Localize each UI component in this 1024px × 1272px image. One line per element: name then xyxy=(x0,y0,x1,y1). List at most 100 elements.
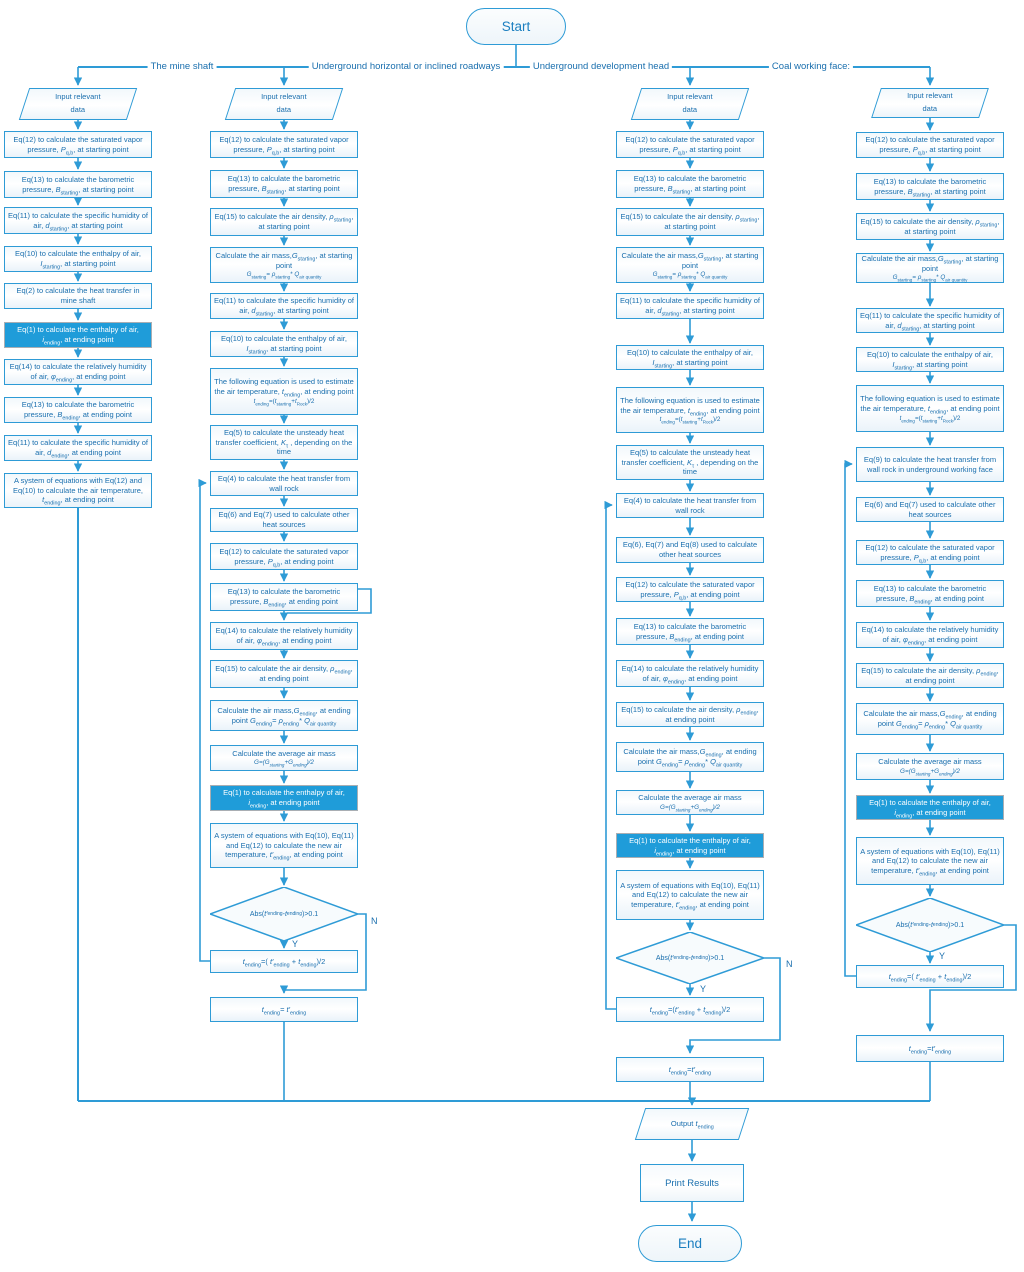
col1-eq1-enthalpy-end: Eq(1) to calculate the enthalpy of air, … xyxy=(4,322,152,348)
process-label: tending=t′ending xyxy=(908,1043,952,1056)
col2-eq13-barometric-end: Eq(13) to calculate the barometric press… xyxy=(210,583,358,611)
process-label: Eq(13) to calculate the barometric press… xyxy=(873,583,987,605)
process-label: Calculate the air mass,Gstarting, at sta… xyxy=(621,250,759,270)
col4-air-mass-end: Calculate the air mass,Gending, at endin… xyxy=(856,703,1004,735)
col4-eq11-specific-humidity-start: Eq(11) to calculate the specific humidit… xyxy=(856,308,1004,333)
col2-eq15-air-density-start: Eq(15) to calculate the air density, ρst… xyxy=(210,208,358,236)
col1-eq2-heat-transfer-shaft: Eq(2) to calculate the heat transfer in … xyxy=(4,283,152,309)
process-label: Eq(1) to calculate the enthalpy of air, … xyxy=(629,835,751,857)
col2-eq1-enthalpy-end: Eq(1) to calculate the enthalpy of air, … xyxy=(210,785,358,811)
process-label: Eq(5) to calculate the unsteady heat tra… xyxy=(621,448,759,477)
process-label: Eq(11) to calculate the specific humidit… xyxy=(860,310,1000,332)
process-label: Eq(12) to calculate the saturated vapor … xyxy=(865,135,995,157)
process-label: Eq(15) to calculate the air density, ρen… xyxy=(621,704,759,724)
col2-eq6-eq7-other-heat: Eq(6) and Eq(7) used to calculate other … xyxy=(210,508,358,532)
formula-label: Gstarting= ρstarting* Qair quantity xyxy=(246,271,322,280)
process-label: Eq(2) to calculate the heat transfer in … xyxy=(16,286,140,305)
start-label: Start xyxy=(501,19,531,34)
formula-label: tending=(tstarting+tRock)/2 xyxy=(253,397,315,406)
process-label: Calculate the average air mass xyxy=(232,748,336,758)
connector-line xyxy=(198,478,210,962)
col1-system-air-temp-end: A system of equations with Eq(12) and Eq… xyxy=(4,473,152,508)
col3-eq15-air-density-start: Eq(15) to calculate the air density, ρst… xyxy=(616,208,764,236)
process-label: Eq(12) to calculate the saturated vapor … xyxy=(219,546,349,568)
connector-line xyxy=(925,924,1017,1032)
process-label: Eq(1) to calculate the enthalpy of air, … xyxy=(17,325,139,347)
col4-eq10-enthalpy-start: Eq(10) to calculate the enthalpy of air,… xyxy=(856,347,1004,372)
col2-air-mass-start: Calculate the air mass,Gstarting, at sta… xyxy=(210,247,358,283)
col3-eq5-unsteady-coeff: Eq(5) to calculate the unsteady heat tra… xyxy=(616,445,764,480)
col4-eq15-air-density-end: Eq(15) to calculate the air density, ρen… xyxy=(856,663,1004,688)
connector-line xyxy=(604,500,616,1010)
col2-estimate-air-temp: The following equation is used to estima… xyxy=(210,368,358,415)
col3-eq11-specific-humidity-start: Eq(11) to calculate the specific humidit… xyxy=(616,293,764,319)
process-label: Eq(13) to calculate the barometric press… xyxy=(21,400,135,422)
no-label: N xyxy=(370,916,379,926)
col3-air-mass-end: Calculate the air mass,Gending, at endin… xyxy=(616,742,764,772)
process-label: Eq(10) to calculate the enthalpy of air,… xyxy=(627,347,753,369)
process-label: Eq(12) to calculate the saturated vapor … xyxy=(865,542,995,564)
process-label: Eq(14) to calculate the relatively humid… xyxy=(215,626,353,648)
col2-air-mass-end: Calculate the air mass,Gending, at endin… xyxy=(210,700,358,731)
col2-eq11-specific-humidity-start: Eq(11) to calculate the specific humidit… xyxy=(210,293,358,319)
process-label: Calculate the average air mass xyxy=(638,793,742,803)
print-results-node: Print Results xyxy=(640,1164,744,1202)
col1-eq13-barometric-start: Eq(13) to calculate the barometric press… xyxy=(4,171,152,198)
process-label: Eq(15) to calculate the air density, ρst… xyxy=(860,216,1000,236)
process-label: Eq(13) to calculate the barometric press… xyxy=(227,587,341,609)
col3-estimate-air-temp: The following equation is used to estima… xyxy=(616,387,764,433)
col2-eq12-saturated-vapor-start: Eq(12) to calculate the saturated vapor … xyxy=(210,131,358,158)
formula-label: tending=(tstarting+tRock)/2 xyxy=(659,416,721,425)
connector-line xyxy=(287,588,372,614)
process-label: Eq(6) and Eq(7) used to calculate other … xyxy=(218,510,350,529)
col3-t-ending-average: tending=(t′ending + tending)/2 xyxy=(616,997,764,1022)
process-label: tending=( t′ending + tending)/2 xyxy=(242,956,326,969)
formula-label: Gstarting= ρstarting* Qair quantity xyxy=(892,274,968,283)
process-label: Eq(12) to calculate the saturated vapor … xyxy=(625,579,755,601)
col4-t-ending-average: tending=( t′ending + tending)/2 xyxy=(856,965,1004,988)
process-label: Eq(6), Eq(7) and Eq(8) used to calculate… xyxy=(622,540,758,559)
col4-t-ending-assign: tending=t′ending xyxy=(856,1035,1004,1062)
col3-eq4-heat-wall-rock: Eq(4) to calculate the heat transfer fro… xyxy=(616,493,764,518)
process-label: Eq(12) to calculate the saturated vapor … xyxy=(625,134,755,156)
process-label: Eq(1) to calculate the enthalpy of air, … xyxy=(869,797,991,819)
process-label: A system of equations with Eq(12) and Eq… xyxy=(12,476,144,507)
col3-system-new-air-temp: A system of equations with Eq(10), Eq(11… xyxy=(616,870,764,920)
process-label: The following equation is used to estima… xyxy=(860,394,1000,416)
col2-t-ending-average: tending=( t′ending + tending)/2 xyxy=(210,950,358,973)
print-results-label: Print Results xyxy=(665,1177,719,1189)
process-label: Eq(11) to calculate the specific humidit… xyxy=(620,296,760,318)
process-label: Calculate the air mass,Gstarting, at sta… xyxy=(861,254,999,273)
connector-line xyxy=(279,913,367,994)
col2-system-new-air-temp: A system of equations with Eq(10), Eq(11… xyxy=(210,823,358,868)
col4-eq13-barometric-end: Eq(13) to calculate the barometric press… xyxy=(856,580,1004,607)
process-label: Eq(9) to calculate the heat transfer fro… xyxy=(863,454,997,474)
col1-eq13-barometric-end: Eq(13) to calculate the barometric press… xyxy=(4,397,152,423)
branch-label: Underground development head xyxy=(529,61,673,72)
decision-diamond-shape xyxy=(616,932,764,984)
start-node: Start xyxy=(466,8,566,45)
process-label: A system of equations with Eq(10), Eq(11… xyxy=(860,846,1000,878)
process-label: Eq(13) to calculate the barometric press… xyxy=(633,621,747,643)
process-label: Eq(10) to calculate the enthalpy of air,… xyxy=(867,349,993,371)
col2-eq10-enthalpy-start: Eq(10) to calculate the enthalpy of air,… xyxy=(210,331,358,357)
col4-eq12-saturated-vapor-start: Eq(12) to calculate the saturated vapor … xyxy=(856,132,1004,158)
process-label: Calculate the air mass,Gending, at endin… xyxy=(217,705,351,727)
col1-eq11-specific-humidity-start: Eq(11) to calculate the specific humidit… xyxy=(4,207,152,234)
formula-label: tending=(tstarting+tRock)/2 xyxy=(899,414,961,423)
process-label: Eq(13) to calculate the barometric press… xyxy=(633,174,747,196)
process-label: Calculate the average air mass xyxy=(878,757,982,767)
branch-label: The mine shaft xyxy=(147,61,217,72)
branch-label: Underground horizontal or inclined roadw… xyxy=(308,61,504,72)
col4-eq15-air-density-start: Eq(15) to calculate the air density, ρst… xyxy=(856,213,1004,240)
process-label: tending=t′ending xyxy=(668,1064,712,1077)
col2-eq13-barometric-start: Eq(13) to calculate the barometric press… xyxy=(210,170,358,198)
col2-eq14-humidity-end: Eq(14) to calculate the relatively humid… xyxy=(210,622,358,650)
